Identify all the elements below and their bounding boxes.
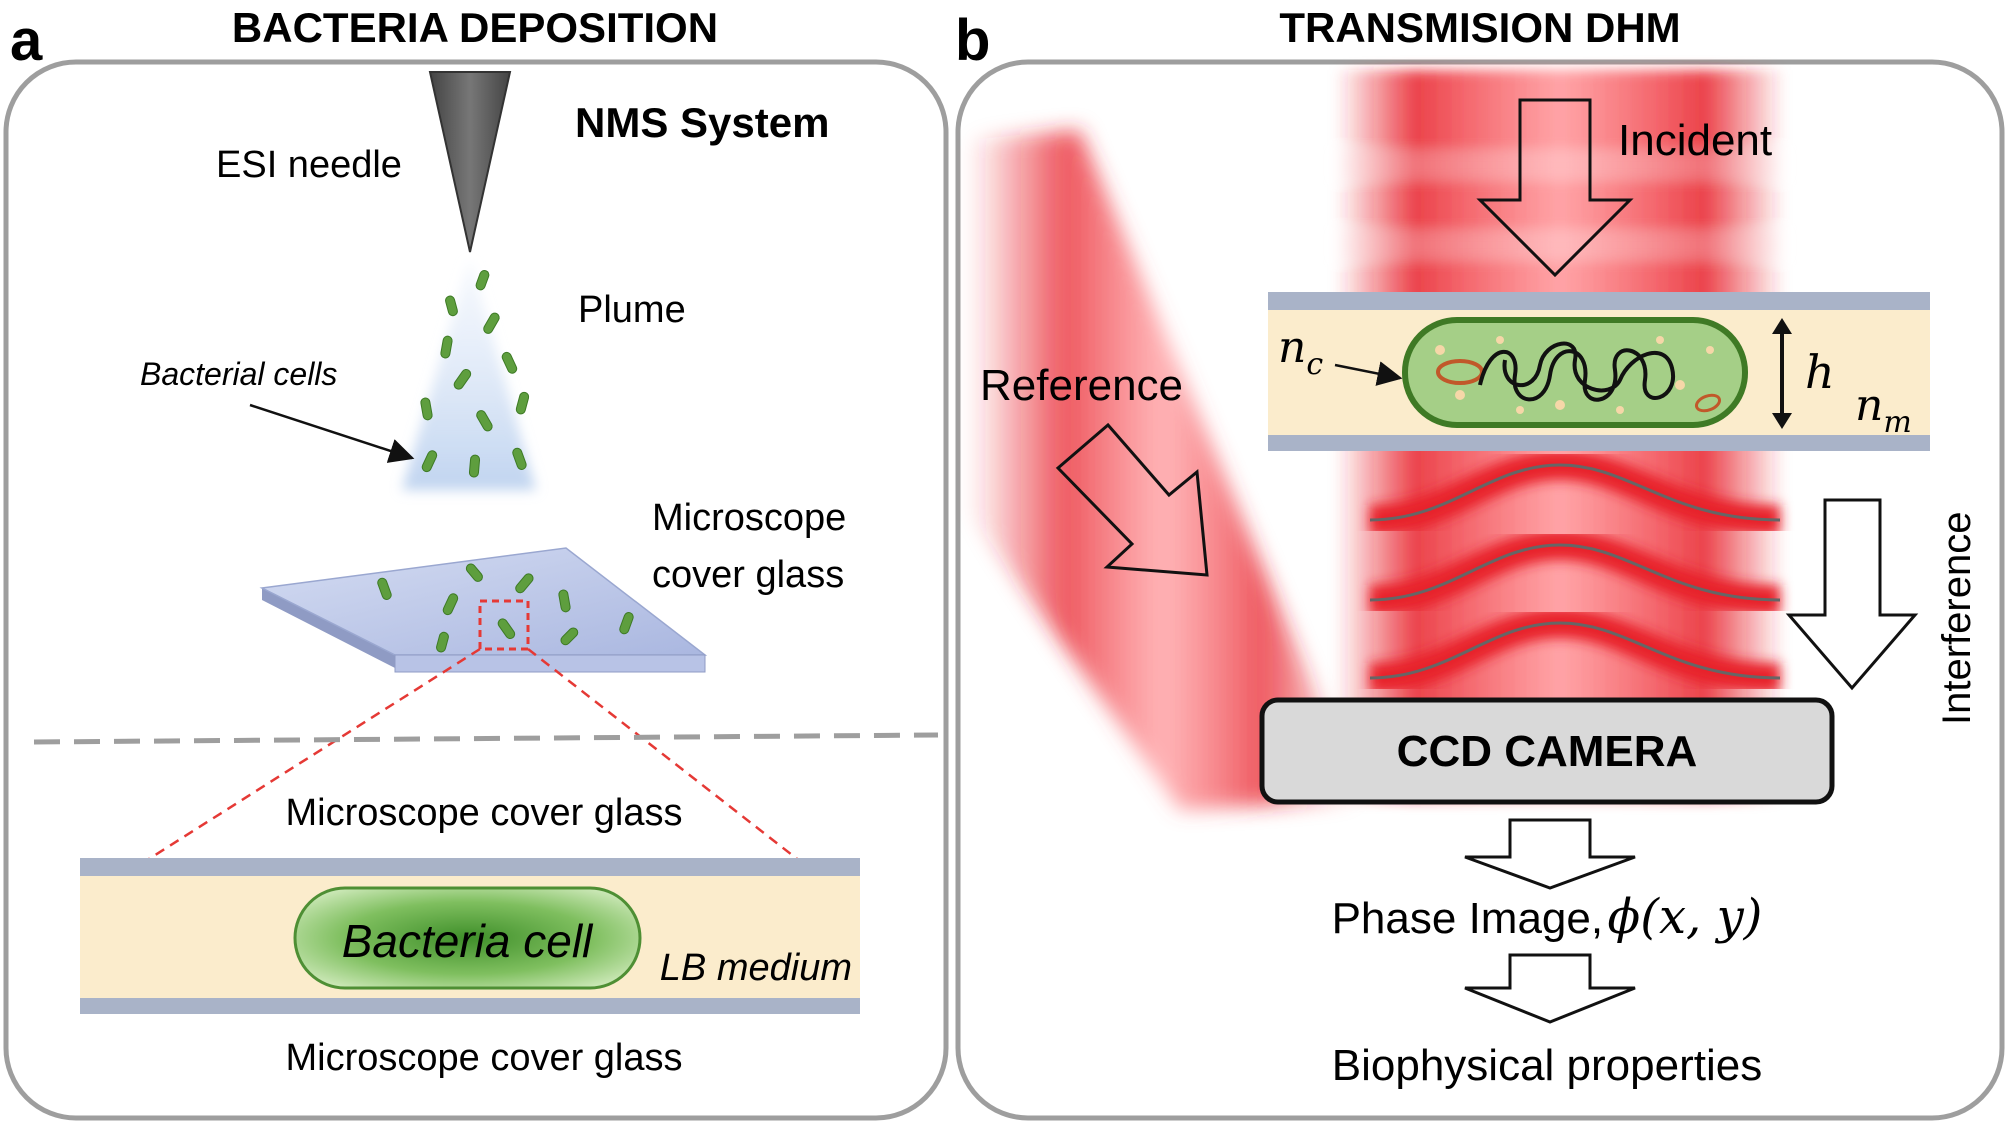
bottom-glass-label: Microscope cover glass [285,1037,682,1079]
h-label: h [1805,345,1835,399]
properties-arrow-icon [1464,953,1636,1024]
esi-needle-icon [428,71,512,253]
panel-a-separator [33,732,939,745]
slide-label-line2: cover glass [652,554,844,596]
panel-a-title: BACTERIA DEPOSITION [232,4,718,51]
interference-arrow-icon [1785,498,1919,691]
system-label: NMS System [575,99,829,146]
zoom-line-right [527,648,861,909]
panel-a: a BACTERIA DEPOSITION ESI needle NMS Sys… [3,4,949,1121]
plume-bacteria [420,270,530,478]
cover-glass-slide [259,547,708,673]
slide-bacteria [377,563,634,653]
ccd-camera-box [1259,697,1835,805]
properties-label: Biophysical properties [1332,1041,1762,1090]
nc-pointer-arrow [1334,361,1403,386]
panel-a-frame [3,59,949,1121]
reference-beam [968,130,1360,810]
plume-label: Plume [578,289,686,331]
nc-label: nc [1278,322,1323,382]
ccd-camera-label: CCD CAMERA [1397,727,1698,776]
panel-b: b TRANSMISION DHM Incident Reference [955,4,2005,1121]
bacteria-cell [293,886,642,990]
panel-b-frame [955,59,2005,1121]
top-glass-label: Microscope cover glass [285,792,682,834]
phase-arrow-icon [1464,818,1636,890]
zoom-box [478,599,530,651]
cells-pointer-arrow [249,403,415,463]
slide-label-line1: Microscope [652,497,846,539]
panel-b-letter: b [955,8,990,73]
medium-label: LB medium [660,947,852,989]
phase-image-text: Phase Image, ϕ(x, y) [1332,889,1763,945]
chromosome-icon [1478,341,1676,402]
reference-label: Reference [980,361,1183,410]
top-glass-layer [80,858,860,876]
panel-a-letter: a [10,8,43,73]
nm-label: nm [1855,380,1912,440]
h-arrow-bottom [1772,413,1792,429]
bacteria-cell-detail [1402,317,1748,428]
incident-arrow-icon [1476,98,1634,278]
incident-label: Incident [1618,116,1772,165]
reference-arrow-icon [1055,422,1209,577]
cells-label: Bacterial cells [140,356,337,392]
bacteria-cell-label: Bacteria cell [342,915,594,967]
bottom-glass-layer [80,998,860,1014]
zoom-line-left [99,647,481,892]
h-arrow-top [1772,318,1792,334]
needle-label: ESI needle [216,144,402,186]
interference-label: Interference [1935,512,1979,725]
panel-b-title: TRANSMISION DHM [1279,4,1680,51]
interference-fringes [1369,449,1781,693]
